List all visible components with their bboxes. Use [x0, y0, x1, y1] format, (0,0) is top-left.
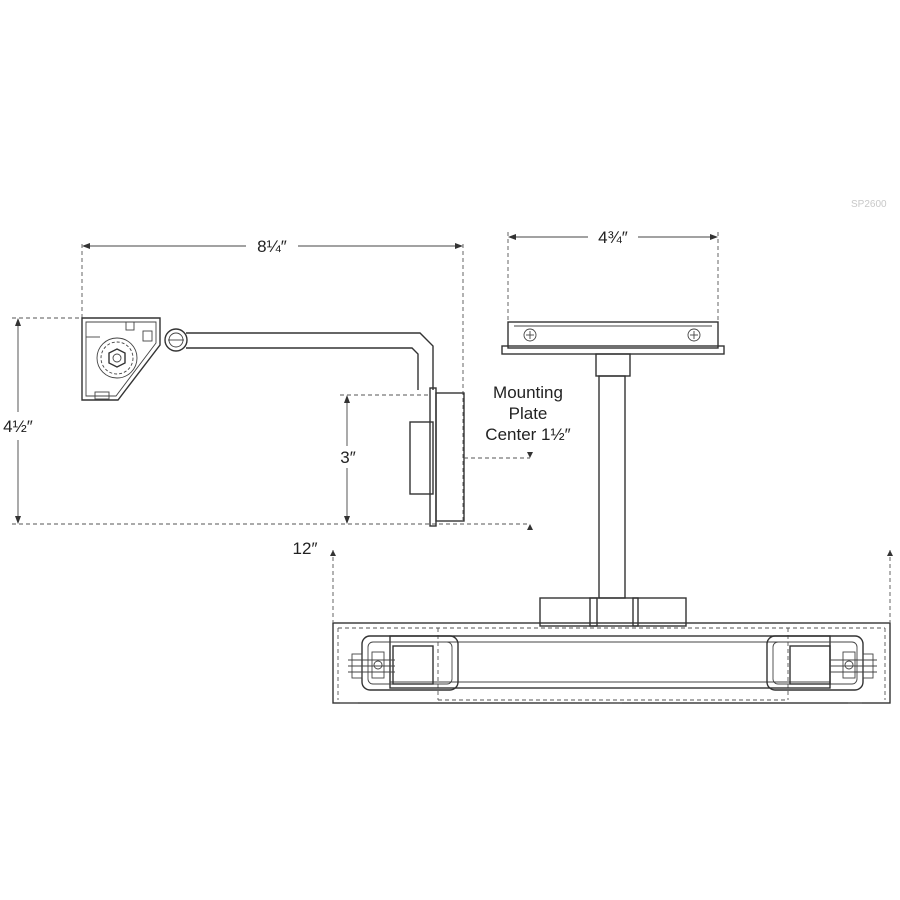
- shade-width-dimension: 12″: [293, 539, 893, 622]
- overall-height-dimension: 4½″: [3, 317, 530, 525]
- arm-length-label: 8¼″: [257, 237, 287, 256]
- stem-front: [539, 353, 687, 627]
- mount-height-dimension: 3″: [340, 394, 430, 524]
- callout-line-1: Mounting: [493, 383, 563, 402]
- plate-width-dimension: 4¾″: [507, 228, 719, 322]
- right-socket: [766, 635, 877, 691]
- arm-side: [186, 332, 434, 390]
- callout-line-2: Plate: [509, 404, 548, 423]
- shade-head-side: [81, 317, 161, 401]
- backplate-side: [409, 387, 465, 527]
- plate-width-label: 4¾″: [598, 228, 628, 247]
- shade-width-label: 12″: [293, 539, 318, 558]
- mounting-plate-front: [501, 321, 725, 355]
- mount-height-label: 3″: [340, 448, 355, 467]
- drawing-code: SP2600: [851, 199, 887, 210]
- front-view: 4¾″: [293, 228, 893, 704]
- left-socket: [348, 635, 459, 691]
- screw-right-icon: [687, 328, 701, 342]
- swivel-knuckle: [164, 328, 188, 352]
- callout-line-3: Center 1½″: [485, 425, 570, 444]
- side-view: 8¼″ 4½″ 3″: [3, 237, 571, 530]
- shade-front: [332, 622, 891, 704]
- arm-length-dimension: 8¼″: [81, 237, 464, 520]
- screw-left-icon: [523, 328, 537, 342]
- mounting-plate-callout: Mounting Plate Center 1½″: [464, 383, 571, 530]
- overall-height-label: 4½″: [3, 417, 33, 436]
